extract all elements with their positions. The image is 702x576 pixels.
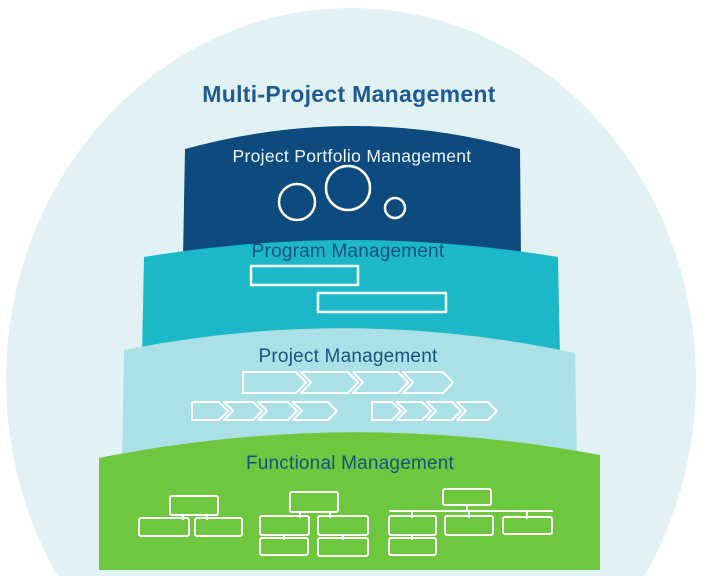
- program-gantt-bars: [249, 264, 448, 314]
- chevron-strip-top: [242, 371, 454, 394]
- portfolio-bubbles: [277, 164, 407, 222]
- bubble-large: [324, 164, 372, 212]
- org-chart-right: [388, 488, 553, 556]
- program-band-shape: [142, 240, 560, 358]
- org-chart-middle: [259, 491, 369, 557]
- chevron-strip-bottom-right: [371, 401, 498, 421]
- portfolio-band-shape: [183, 126, 521, 258]
- layer-portfolio: Project Portfolio Management: [183, 126, 521, 258]
- bubble-medium: [277, 182, 317, 222]
- org-chart-left: [138, 495, 243, 537]
- layer-functional: Functional Management: [99, 432, 600, 570]
- chevron-strip-bottom-left: [191, 401, 338, 421]
- org-box: [169, 495, 219, 516]
- project-band-label: Project Management: [259, 346, 438, 367]
- layer-program: Program Management: [142, 240, 560, 358]
- org-box: [289, 491, 339, 513]
- gantt-bar-1: [249, 264, 360, 287]
- page-title: Multi-Project Management: [202, 81, 495, 107]
- bubble-small: [383, 196, 407, 220]
- org-box: [194, 517, 243, 537]
- gantt-bar-2: [316, 291, 448, 314]
- functional-org-charts: [138, 488, 553, 557]
- portfolio-band-label: Project Portfolio Management: [233, 146, 472, 166]
- project-chevrons: [191, 371, 498, 421]
- project-band-shape: [122, 328, 577, 462]
- layer-project: Project Management: [122, 328, 577, 462]
- functional-band-label: Functional Management: [246, 453, 455, 474]
- program-band-label: Program Management: [252, 241, 445, 262]
- org-box: [138, 517, 190, 537]
